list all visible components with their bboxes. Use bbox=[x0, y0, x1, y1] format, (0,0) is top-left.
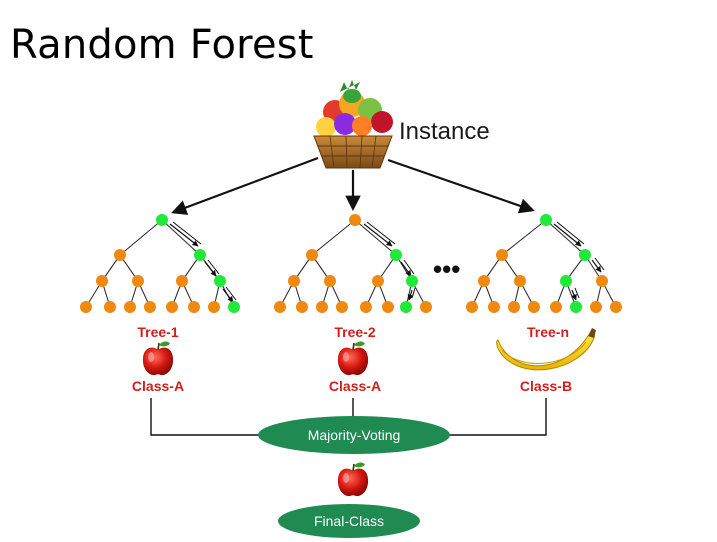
tree-n-edge bbox=[501, 219, 547, 256]
tree-2-label: Tree-2 bbox=[334, 324, 375, 340]
tree-2-path-arrow-shadow bbox=[403, 259, 415, 275]
page-title: Random Forest bbox=[10, 22, 314, 68]
tree-n-node bbox=[508, 301, 520, 313]
tree-n-path-arrow-shadow bbox=[594, 257, 605, 271]
tree-2-path-arrow-shadow bbox=[366, 221, 396, 245]
final-class-node: Final-Class bbox=[278, 504, 420, 538]
tree-1-node bbox=[208, 301, 220, 313]
tree-n-node bbox=[596, 275, 608, 287]
tree-1-node-path bbox=[194, 249, 206, 261]
tree-n-node bbox=[488, 301, 500, 313]
tree-1-path-arrow-shadow bbox=[172, 221, 202, 245]
tree-2-node bbox=[324, 275, 336, 287]
tree-2-node bbox=[420, 301, 432, 313]
tree-n-path-arrow-shadow bbox=[574, 287, 580, 299]
fruit-basket-icon bbox=[313, 80, 393, 169]
tree-1-node bbox=[104, 301, 116, 313]
tree-2-path-arrow bbox=[407, 289, 414, 301]
tree-1-edge bbox=[119, 219, 163, 256]
tree-2-path-arrow bbox=[400, 261, 412, 277]
tree-2-path-arrow-shadow bbox=[411, 287, 416, 299]
tree-2-node bbox=[274, 301, 286, 313]
tree-2-class: Class-A bbox=[329, 378, 381, 394]
tree-n-node bbox=[550, 301, 562, 313]
tree-n-node bbox=[478, 275, 490, 287]
final-class-label: Final-Class bbox=[314, 513, 384, 529]
tree-1-node-path bbox=[228, 301, 240, 313]
tree-n-path-arrow bbox=[553, 223, 582, 247]
tree-2-node bbox=[349, 214, 361, 226]
banana-icon bbox=[496, 328, 596, 371]
tree-1-path-arrow bbox=[222, 288, 234, 303]
tree-2-node bbox=[336, 301, 348, 313]
tree-2-node bbox=[372, 275, 384, 287]
tree-2-node-path bbox=[390, 249, 402, 261]
apple-icon bbox=[337, 462, 369, 497]
tree-n-node-path bbox=[560, 275, 572, 287]
tree-1-node bbox=[166, 301, 178, 313]
majority-voting-node: Majority-Voting bbox=[258, 416, 450, 454]
tree-2-edge bbox=[354, 219, 397, 256]
majority-voting-label: Majority-Voting bbox=[308, 427, 401, 443]
more-trees-ellipsis: ••• bbox=[433, 254, 460, 284]
arrow-to-tree-1 bbox=[171, 156, 319, 215]
tree-n-node bbox=[590, 301, 602, 313]
tree-n-node bbox=[496, 249, 508, 261]
tree-n-path-arrow bbox=[591, 259, 602, 273]
arrow-to-tree-n bbox=[387, 158, 535, 214]
tree-n-node bbox=[528, 301, 540, 313]
tree-n-path-arrow-shadow bbox=[556, 221, 585, 245]
tree-n-node bbox=[466, 301, 478, 313]
trees-layer bbox=[80, 214, 622, 313]
tree-1-node-path bbox=[214, 275, 226, 287]
tree-n-path-arrow bbox=[571, 289, 577, 301]
tree-1-path-arrow bbox=[204, 261, 217, 277]
apple-icon bbox=[337, 341, 369, 376]
tree-n-node bbox=[514, 275, 526, 287]
tree-1-node bbox=[132, 275, 144, 287]
tree-1-node bbox=[124, 301, 136, 313]
tree-2-edge bbox=[311, 219, 356, 256]
tree-2-node bbox=[306, 249, 318, 261]
instance-to-tree-arrows bbox=[171, 156, 535, 215]
apple-icon bbox=[142, 341, 174, 376]
tree-1-node bbox=[114, 249, 126, 261]
tree-n-node-path bbox=[579, 249, 591, 261]
tree-1-node bbox=[80, 301, 92, 313]
tree-1-node-path bbox=[156, 214, 168, 226]
tree-2-node bbox=[296, 301, 308, 313]
tree-1-node bbox=[96, 275, 108, 287]
tree-2-node-path bbox=[406, 275, 418, 287]
tree-2-node bbox=[316, 301, 328, 313]
tree-2-node bbox=[288, 275, 300, 287]
tree-n-node-path bbox=[540, 214, 552, 226]
tree-1-node bbox=[176, 275, 188, 287]
tree-n-node bbox=[610, 301, 622, 313]
tree-1-node bbox=[144, 301, 156, 313]
tree-1-path-arrow bbox=[169, 223, 199, 247]
tree-1-label: Tree-1 bbox=[137, 324, 178, 340]
tree-2-node bbox=[360, 301, 372, 313]
instance-label: Instance bbox=[399, 118, 490, 145]
tree-2-node bbox=[382, 301, 394, 313]
tree-2-node-path bbox=[400, 301, 412, 313]
tree-n-edge bbox=[545, 219, 586, 256]
tree-1-node bbox=[188, 301, 200, 313]
tree-n-node-path bbox=[570, 301, 582, 313]
tree-1-path-arrow-shadow bbox=[225, 286, 237, 301]
tree-1-class: Class-A bbox=[132, 378, 184, 394]
tree-1-edge bbox=[161, 219, 201, 256]
tree-2-path-arrow bbox=[363, 223, 393, 247]
tree-n-label: Tree-n bbox=[527, 324, 569, 340]
tree-1-path-arrow-shadow bbox=[207, 259, 220, 275]
tree-n-class: Class-B bbox=[520, 378, 572, 394]
